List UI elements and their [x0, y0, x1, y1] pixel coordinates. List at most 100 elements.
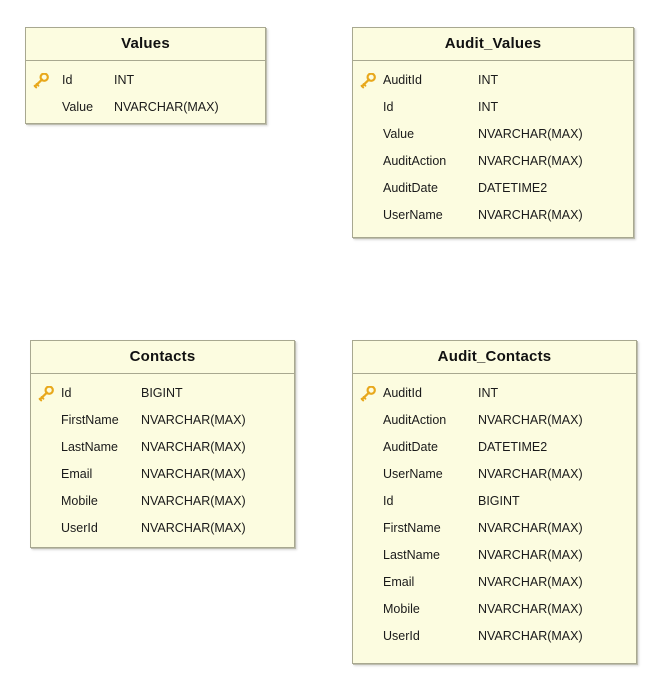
column-name: AuditId	[383, 386, 422, 400]
column-row[interactable]: Email NVARCHAR(MAX)	[31, 461, 294, 488]
column-row[interactable]: UserName NVARCHAR(MAX)	[353, 202, 633, 229]
column-type: INT	[478, 386, 499, 400]
column-row[interactable]: FirstName NVARCHAR(MAX)	[31, 407, 294, 434]
column-type: INT	[478, 100, 499, 114]
column-row[interactable]: Value NVARCHAR(MAX)	[353, 121, 633, 148]
column-type: NVARCHAR(MAX)	[478, 413, 583, 427]
column-type: NVARCHAR(MAX)	[141, 467, 246, 481]
column-type: INT	[478, 73, 499, 87]
column-type: BIGINT	[478, 494, 520, 508]
column-name: Id	[383, 494, 394, 508]
entity-title-contacts: Contacts	[31, 341, 294, 374]
key-icon-placeholder	[353, 407, 383, 434]
column-name: UserName	[383, 467, 443, 481]
column-row[interactable]: AuditAction NVARCHAR(MAX)	[353, 407, 636, 434]
column-type: NVARCHAR(MAX)	[141, 440, 246, 454]
column-name: UserId	[383, 629, 420, 643]
key-icon-placeholder	[31, 434, 61, 461]
entity-title-audit_contacts: Audit_Contacts	[353, 341, 636, 374]
column-type: NVARCHAR(MAX)	[478, 575, 583, 589]
column-name: Id	[62, 73, 73, 87]
column-name: AuditDate	[383, 181, 438, 195]
primary-key-icon	[31, 380, 61, 407]
key-icon-placeholder	[31, 407, 61, 434]
entity-title-audit_values: Audit_Values	[353, 28, 633, 61]
key-icon-placeholder	[353, 461, 383, 488]
column-name: FirstName	[61, 413, 119, 427]
column-name: Value	[62, 100, 94, 114]
key-icon-placeholder	[353, 94, 383, 121]
column-type: NVARCHAR(MAX)	[478, 208, 583, 222]
key-icon-placeholder	[353, 202, 383, 229]
column-name: Mobile	[61, 494, 98, 508]
column-name: AuditAction	[383, 154, 447, 168]
key-icon-placeholder	[353, 515, 383, 542]
column-name: UserName	[383, 208, 443, 222]
column-row[interactable]: Id BIGINT	[353, 488, 636, 515]
key-icon-placeholder	[26, 94, 56, 121]
column-row[interactable]: AuditAction NVARCHAR(MAX)	[353, 148, 633, 175]
column-row[interactable]: UserName NVARCHAR(MAX)	[353, 461, 636, 488]
column-row[interactable]: Id INT	[26, 67, 265, 94]
column-row[interactable]: UserId NVARCHAR(MAX)	[31, 515, 294, 542]
key-icon-placeholder	[353, 121, 383, 148]
column-type: NVARCHAR(MAX)	[478, 629, 583, 643]
column-type: INT	[114, 73, 135, 87]
column-type: NVARCHAR(MAX)	[478, 548, 583, 562]
column-type: NVARCHAR(MAX)	[141, 521, 246, 535]
column-type: NVARCHAR(MAX)	[478, 467, 583, 481]
key-icon-placeholder	[31, 515, 61, 542]
column-name: AuditAction	[383, 413, 447, 427]
key-icon-placeholder	[353, 175, 383, 202]
column-name: AuditDate	[383, 440, 438, 454]
column-name: LastName	[61, 440, 118, 454]
column-name: Id	[61, 386, 72, 400]
column-name: Mobile	[383, 602, 420, 616]
key-icon-placeholder	[31, 488, 61, 515]
column-type: DATETIME2	[478, 181, 548, 195]
column-type: NVARCHAR(MAX)	[478, 127, 583, 141]
column-name: UserId	[61, 521, 98, 535]
column-name: LastName	[383, 548, 440, 562]
column-row[interactable]: AuditDate DATETIME2	[353, 175, 633, 202]
column-row[interactable]: AuditDate DATETIME2	[353, 434, 636, 461]
column-type: NVARCHAR(MAX)	[141, 413, 246, 427]
key-icon-placeholder	[353, 434, 383, 461]
column-type: NVARCHAR(MAX)	[478, 521, 583, 535]
column-row[interactable]: UserId NVARCHAR(MAX)	[353, 623, 636, 650]
column-row[interactable]: AuditId INT	[353, 380, 636, 407]
column-type: BIGINT	[141, 386, 183, 400]
key-icon-placeholder	[353, 569, 383, 596]
key-icon-placeholder	[353, 542, 383, 569]
primary-key-icon	[353, 380, 383, 407]
key-icon-placeholder	[353, 488, 383, 515]
column-row[interactable]: LastName NVARCHAR(MAX)	[31, 434, 294, 461]
key-icon-placeholder	[353, 623, 383, 650]
column-name: Email	[61, 467, 93, 481]
key-icon-placeholder	[353, 596, 383, 623]
column-row[interactable]: Id BIGINT	[31, 380, 294, 407]
column-row[interactable]: Mobile NVARCHAR(MAX)	[353, 596, 636, 623]
primary-key-icon	[26, 67, 56, 94]
primary-key-icon	[353, 67, 383, 94]
column-name: Value	[383, 127, 415, 141]
column-type: NVARCHAR(MAX)	[478, 602, 583, 616]
column-type: NVARCHAR(MAX)	[478, 154, 583, 168]
column-type: DATETIME2	[478, 440, 548, 454]
column-row[interactable]: LastName NVARCHAR(MAX)	[353, 542, 636, 569]
